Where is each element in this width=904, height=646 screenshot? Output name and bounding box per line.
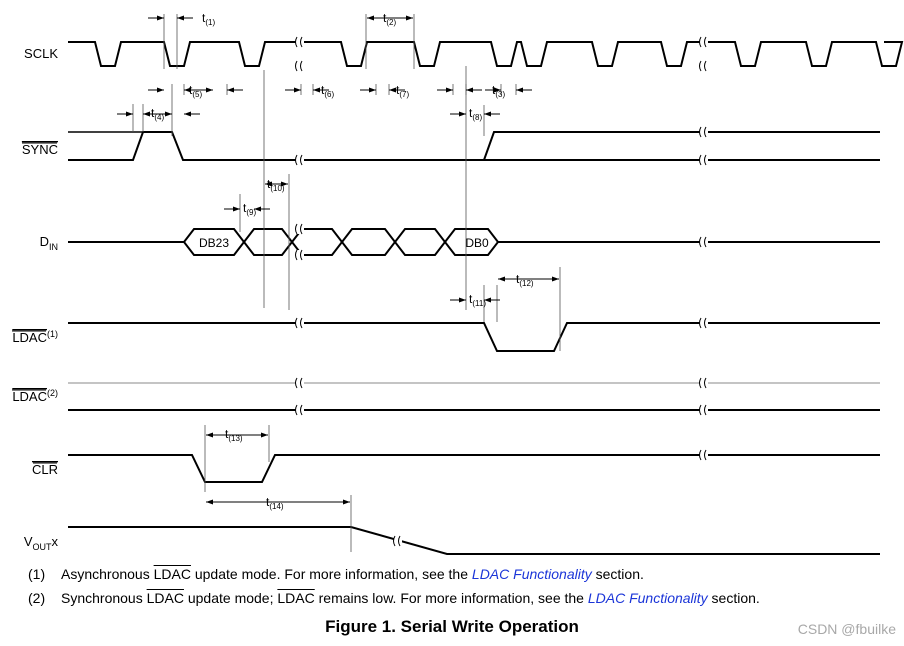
sync-signal-label: SYNC xyxy=(22,142,58,157)
timing-diagram: t(1) t(2) t(5) t(6) t(7) t(3) t(4) t(8) t(10) t(9… xyxy=(12,11,904,555)
t4-label: t(4) xyxy=(151,106,164,122)
sclk-waveform xyxy=(68,41,904,67)
clr-trace xyxy=(68,454,880,483)
clr-signal-label: CLR xyxy=(32,462,58,477)
t2-label: t(2) xyxy=(383,11,396,27)
ldac-functionality-link[interactable]: LDAC Functionality xyxy=(587,590,708,606)
din-bit-5 xyxy=(393,228,447,256)
footnote-text: Synchronous xyxy=(61,590,147,606)
din-word-last: DB0 xyxy=(465,236,489,250)
figure-caption: Figure 1. Serial Write Operation xyxy=(325,617,579,636)
break-mark xyxy=(699,60,707,72)
watermark: CSDN @fbuilke xyxy=(797,621,896,637)
sclk-signal-label: SCLK xyxy=(24,46,58,61)
ldac-overbar-text: LDAC xyxy=(153,566,191,582)
break-mark xyxy=(295,36,303,48)
break-mark xyxy=(295,60,303,72)
footnote-text: update mode; xyxy=(183,590,278,606)
ldac2-signal-label: LDAC(2) xyxy=(12,388,58,404)
din-bit-4 xyxy=(340,228,397,256)
footnote-number: (2) xyxy=(28,590,46,606)
footnote-1: (1) Asynchronous LDAC update mode. For mo… xyxy=(28,566,644,582)
footnote-text: update mode. For more information, see t… xyxy=(190,566,472,582)
break-mark xyxy=(295,223,303,235)
break-mark xyxy=(295,377,303,389)
footnote-text: section. xyxy=(707,590,760,606)
sync-rise-trace xyxy=(483,131,880,161)
t6-label: t(6) xyxy=(321,83,334,99)
footnote-text: section. xyxy=(591,566,644,582)
vout-trace xyxy=(68,526,880,555)
break-mark xyxy=(295,317,303,329)
t12-label: t(12) xyxy=(516,272,534,288)
break-mark xyxy=(699,236,707,248)
t7-label: t(7) xyxy=(396,83,409,99)
break-mark xyxy=(699,377,707,389)
footnote-2: (2) Synchronous LDAC update mode; LDAC re… xyxy=(28,590,760,606)
break-mark xyxy=(295,249,303,261)
din-bit-2 xyxy=(242,228,294,256)
ldac1-signal-label: LDAC(1) xyxy=(12,329,58,345)
t9-label: t(9) xyxy=(243,201,256,217)
vout-signal-label: VOUTx xyxy=(24,534,59,552)
break-mark xyxy=(699,317,707,329)
ldac1-trace xyxy=(68,322,880,352)
break-mark xyxy=(295,154,303,166)
footnote-text: remains low. For more information, see t… xyxy=(314,590,588,606)
t5-label: t(5) xyxy=(189,83,202,99)
t8-label: t(8) xyxy=(469,106,482,122)
t11-label: t(11) xyxy=(469,292,486,308)
break-mark xyxy=(699,449,707,461)
din-signal-label: DIN xyxy=(40,234,58,252)
break-mark xyxy=(699,126,707,138)
ldac-overbar-text: LDAC xyxy=(146,590,184,606)
din-word-first: DB23 xyxy=(199,236,229,250)
break-mark xyxy=(699,154,707,166)
footnote-number: (1) xyxy=(28,566,46,582)
t14-label: t(14) xyxy=(266,495,284,511)
sync-low-trace xyxy=(68,131,880,161)
footnote-text: Asynchronous xyxy=(61,566,154,582)
break-mark xyxy=(393,535,401,547)
break-mark xyxy=(295,404,303,416)
break-mark xyxy=(699,36,707,48)
t10-label: t(10) xyxy=(267,177,285,193)
t1-label: t(1) xyxy=(202,11,215,27)
t3-label: t(3) xyxy=(492,83,505,99)
ldac-functionality-link[interactable]: LDAC Functionality xyxy=(471,566,592,582)
break-mark xyxy=(699,404,707,416)
t13-label: t(13) xyxy=(225,427,243,443)
ldac-overbar-text: LDAC xyxy=(277,590,315,606)
